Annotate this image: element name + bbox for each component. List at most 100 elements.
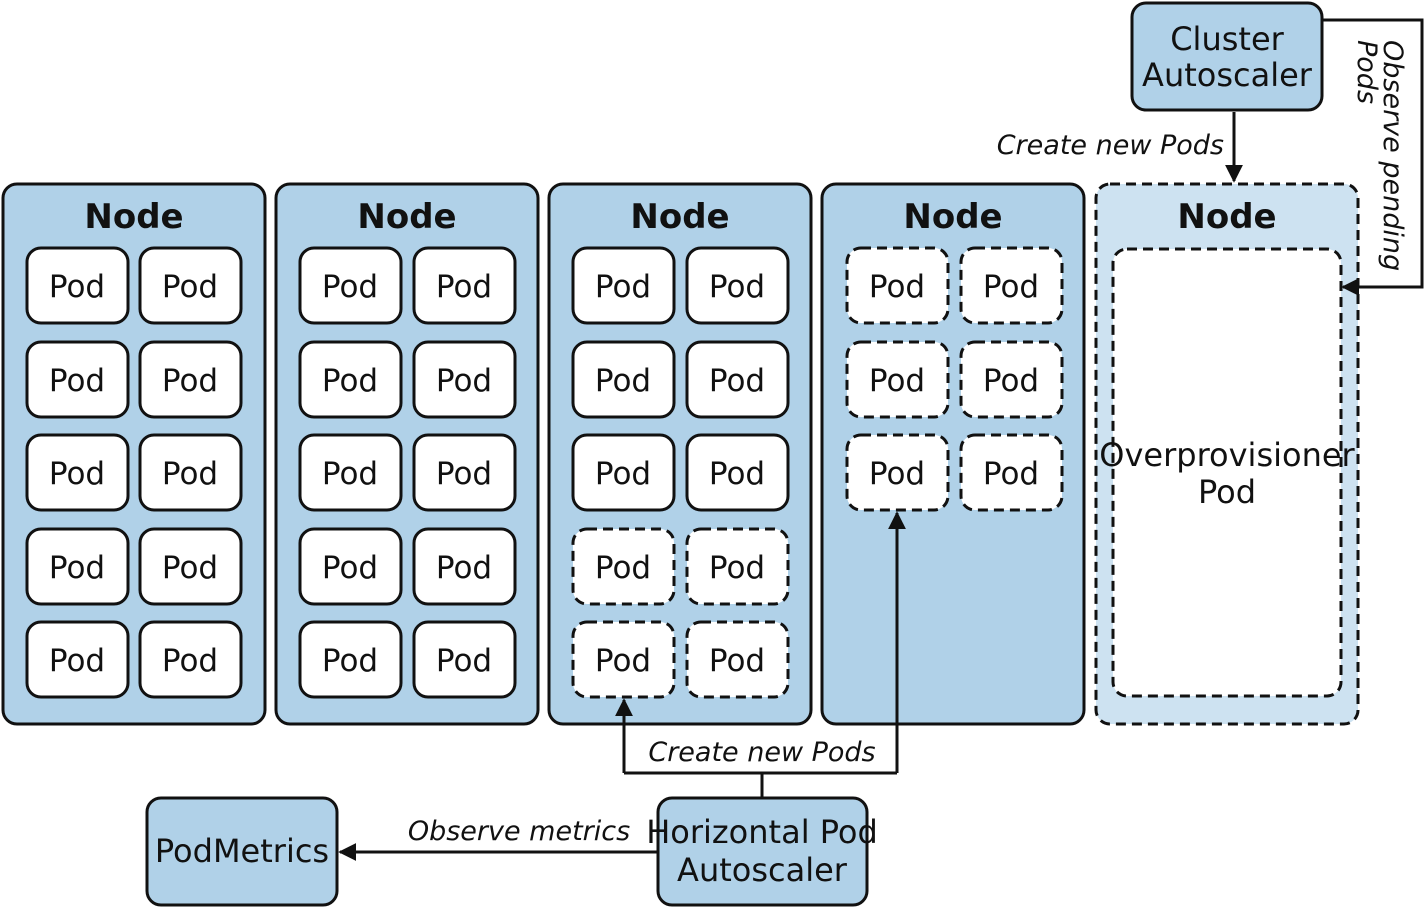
pod-label: Pod — [709, 643, 765, 679]
pod: Pod — [138, 246, 243, 325]
pod-label: Pod — [436, 643, 492, 679]
pod-label: Pod — [595, 456, 651, 492]
pod-label: Pod — [869, 456, 925, 492]
pod-label: Pod — [322, 550, 378, 586]
pod-label: Pod — [709, 550, 765, 586]
pod: Pod — [298, 433, 403, 512]
pending-pod: Pod — [571, 527, 676, 606]
pod: Pod — [138, 620, 243, 699]
node-5-new: Node Overprovisioner Pod — [1094, 182, 1360, 726]
ca-observe-label-line1: Observe pending — [1377, 40, 1408, 271]
pod: Pod — [138, 527, 243, 606]
pending-pod: Pod — [959, 340, 1064, 419]
pod-label: Pod — [436, 456, 492, 492]
pod-label: Pod — [709, 363, 765, 399]
pod: Pod — [298, 527, 403, 606]
pod-label: Pod — [709, 269, 765, 305]
podmetrics: PodMetrics — [145, 796, 339, 907]
node-title: Node — [1177, 197, 1276, 237]
pod-label: Pod — [322, 643, 378, 679]
pod: Pod — [138, 340, 243, 419]
pod: Pod — [298, 340, 403, 419]
pod-label: Pod — [162, 269, 218, 305]
pending-pod: Pod — [845, 340, 950, 419]
overprovisioner-pod: Overprovisioner Pod — [1099, 247, 1356, 698]
pod-label: Pod — [436, 269, 492, 305]
pending-pod: Pod — [685, 620, 790, 699]
pod-label: Pod — [162, 363, 218, 399]
pod-label: Pod — [983, 269, 1039, 305]
pod: Pod — [412, 246, 517, 325]
cluster-autoscaler-line2: Autoscaler — [1142, 56, 1313, 94]
pod-label: Pod — [322, 456, 378, 492]
ca-observe-arrow — [1323, 18, 1424, 296]
hpa-line2: Autoscaler — [677, 851, 848, 889]
node-2-pods: Pod Pod Pod Pod Pod Pod Pod Pod Pod Pod — [298, 246, 517, 699]
pod-label: Pod — [436, 363, 492, 399]
pending-pod: Pod — [845, 246, 950, 325]
pod-label: Pod — [49, 363, 105, 399]
overprovisioner-label-line1: Overprovisioner — [1099, 436, 1355, 474]
pod: Pod — [25, 433, 130, 512]
node-title: Node — [630, 197, 729, 237]
node-3: Node Pod Pod Pod Pod Pod Pod Pod Pod Pod… — [547, 182, 813, 726]
pod: Pod — [412, 340, 517, 419]
node-4-pods: Pod Pod Pod Pod Pod Pod — [845, 246, 1064, 512]
pod-label: Pod — [162, 550, 218, 586]
pod-label: Pod — [436, 550, 492, 586]
node-title: Node — [903, 197, 1002, 237]
node-title: Node — [84, 197, 183, 237]
node-4: Node Pod Pod Pod Pod Pod Pod — [820, 182, 1086, 726]
pod-label: Pod — [983, 363, 1039, 399]
ca-create-label: Create new Pods — [997, 130, 1224, 161]
pod-label: Pod — [49, 550, 105, 586]
pod-label: Pod — [162, 456, 218, 492]
pod-label: Pod — [49, 456, 105, 492]
pending-pod: Pod — [685, 527, 790, 606]
pod: Pod — [412, 527, 517, 606]
node-2: Node Pod Pod Pod Pod Pod Pod Pod Pod Pod… — [274, 182, 540, 726]
pod: Pod — [412, 620, 517, 699]
pod: Pod — [685, 246, 790, 325]
horizontal-pod-autoscaler: Horizontal Pod Autoscaler — [646, 796, 878, 907]
pending-pod: Pod — [959, 246, 1064, 325]
pod: Pod — [25, 340, 130, 419]
pod-label: Pod — [595, 363, 651, 399]
node-3-pods: Pod Pod Pod Pod Pod Pod Pod Pod Pod Pod — [571, 246, 790, 699]
pod-label: Pod — [869, 363, 925, 399]
pod: Pod — [25, 527, 130, 606]
hpa-line1: Horizontal Pod — [646, 813, 878, 851]
pod: Pod — [571, 433, 676, 512]
hpa-create-label: Create new Pods — [648, 737, 875, 768]
hpa-create-connector — [624, 771, 897, 797]
pod-label: Pod — [49, 643, 105, 679]
pod: Pod — [138, 433, 243, 512]
pending-pod: Pod — [959, 433, 1064, 512]
pod-label: Pod — [595, 643, 651, 679]
node-1: Node Pod Pod Pod Pod Pod Pod Pod Pod Pod… — [1, 182, 267, 726]
pod-label: Pod — [983, 456, 1039, 492]
ca-observe-label: Observe pending Pods — [1351, 40, 1408, 271]
pending-pod: Pod — [845, 433, 950, 512]
cluster-autoscaler: Cluster Autoscaler — [1130, 1, 1324, 112]
pending-pod: Pod — [571, 620, 676, 699]
node-title: Node — [357, 197, 456, 237]
hpa-observe-label: Observe metrics — [408, 816, 630, 847]
node-1-pods: Pod Pod Pod Pod Pod Pod Pod Pod Pod Pod — [25, 246, 243, 699]
pod-label: Pod — [869, 269, 925, 305]
pod: Pod — [412, 433, 517, 512]
pod-label: Pod — [322, 269, 378, 305]
overprovisioner-label-line2: Pod — [1198, 473, 1256, 511]
pod: Pod — [571, 340, 676, 419]
pod: Pod — [298, 246, 403, 325]
pod-label: Pod — [322, 363, 378, 399]
cluster-autoscaler-line1: Cluster — [1170, 20, 1284, 58]
pod-label: Pod — [49, 269, 105, 305]
pod: Pod — [685, 433, 790, 512]
pod-label: Pod — [595, 550, 651, 586]
pod: Pod — [685, 340, 790, 419]
pod: Pod — [571, 246, 676, 325]
podmetrics-label: PodMetrics — [155, 832, 329, 870]
ca-observe-label-line2: Pods — [1351, 40, 1382, 104]
